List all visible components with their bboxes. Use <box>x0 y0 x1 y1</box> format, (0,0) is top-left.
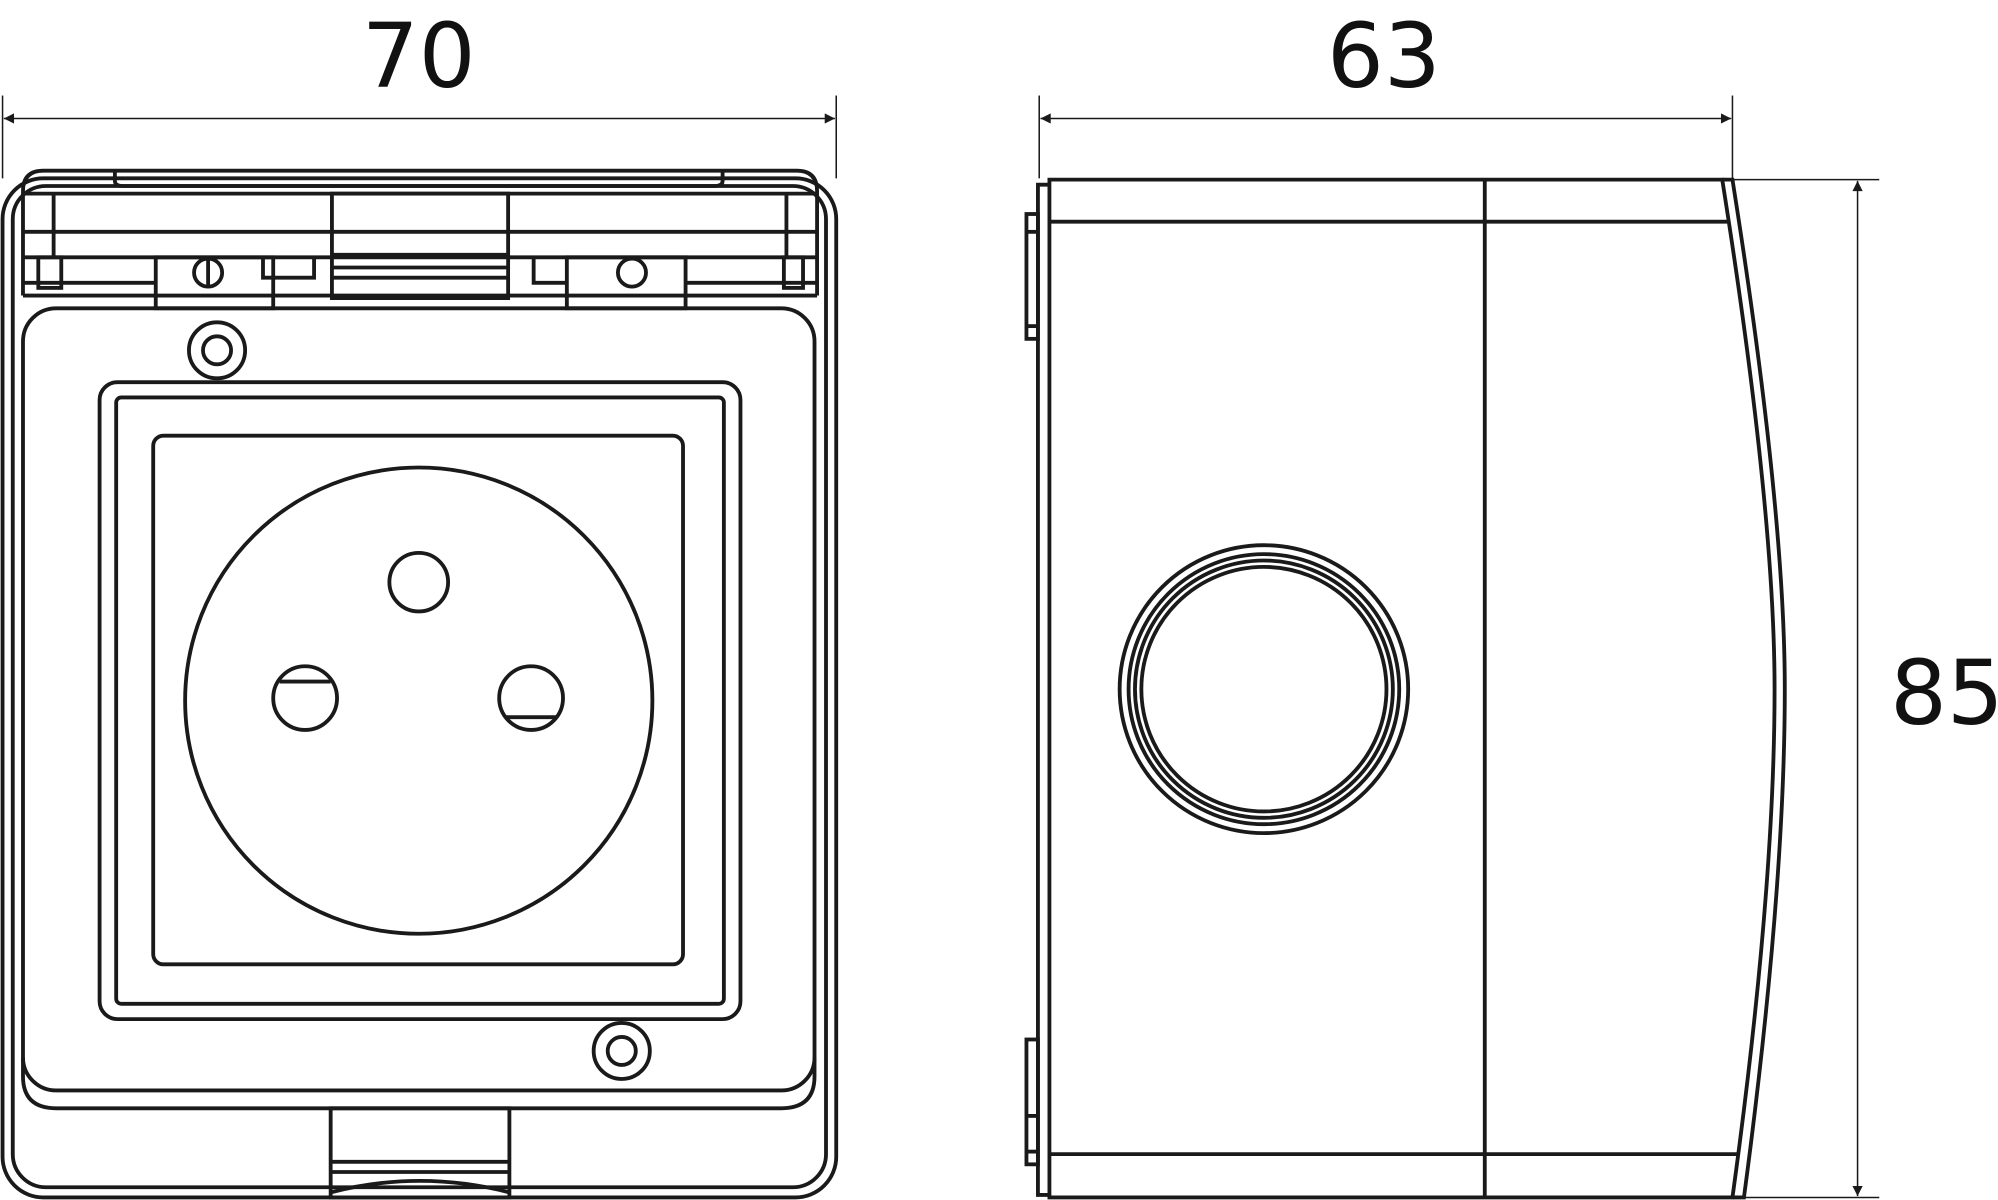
dimension-depth: 63 <box>1038 5 1734 179</box>
earth-pin <box>387 550 451 614</box>
socket-face <box>183 465 655 936</box>
height-label: 85 <box>1890 642 1998 746</box>
side-view <box>1024 177 1787 1200</box>
cable-gland <box>1117 543 1411 836</box>
front-view <box>0 168 839 1200</box>
dimension-height: 85 <box>1733 178 1998 1199</box>
dimension-width: 70 <box>1 5 837 179</box>
socket-hole-right <box>497 664 565 732</box>
width-label: 70 <box>362 5 476 109</box>
socket-hole-left <box>271 664 339 732</box>
depth-label: 63 <box>1327 5 1441 109</box>
